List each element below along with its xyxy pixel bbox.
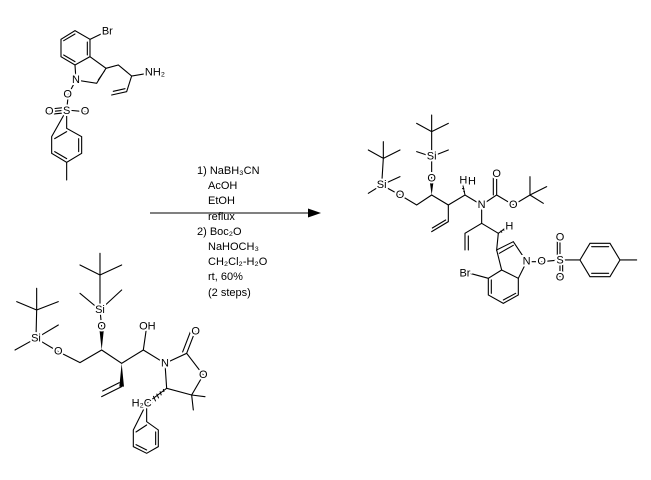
atom-label: O [396,189,405,201]
atom-label: O [492,168,501,180]
atom-label: O [537,256,546,268]
atom-label: S [556,255,563,267]
atom-label: O [191,326,200,338]
oxazolidinone-reactant: Si O Si O OH N O O H₂C [14,252,210,454]
condition-reagent: reflux [208,210,235,223]
reaction-arrow [150,208,321,218]
atom-label: O [199,369,208,381]
atom-label: O [63,88,72,100]
atom-label: N [478,199,486,211]
atom-label: Si [377,179,387,191]
atom-label: Si [427,151,437,163]
atom-label: H₂C [132,397,152,409]
condition-reagent: NaHOCH₃ [208,241,259,254]
atom-label: N [72,74,80,86]
atom-label: O [54,346,63,358]
atom-label: O [427,172,436,184]
condition-reagent: CH₂Cl₂-H₂O [208,256,268,269]
atom-label: S [63,105,70,117]
condition-steps: (2 steps) [208,286,251,299]
atom-label: H [505,221,513,233]
atom-label: N [523,256,531,268]
condition-step1: 1) NaBH₃CN [197,165,260,177]
atom-label: Si [95,304,105,316]
atom-label: H [468,176,476,188]
atom-label: N [161,357,169,369]
reaction-conditions: 1) NaBH₃CN AcOH EtOH reflux 2) Boc₂O NaH… [197,164,267,301]
product: Si O Si O H H N O O H Br N O S O O [367,114,638,304]
atom-label: H [459,175,467,187]
atom-label: O [509,199,518,211]
condition-reagent: AcOH [208,180,238,193]
atom-label: Si [31,332,41,344]
amine-reactant: Br N NH₂ O S O O [43,24,167,181]
atom-label: Br [102,26,113,38]
atom-label: O [81,106,90,118]
atom-label: O [556,272,565,284]
condition-yield: rt, 60% [208,271,243,284]
atom-label: O [97,321,106,333]
condition-reagent: EtOH [208,195,235,208]
atom-label: O [45,106,54,118]
condition-step2: 2) Boc₂O [197,225,242,238]
atom-label: NH₂ [145,67,165,79]
atom-label: Br [459,267,470,279]
atom-label: O [556,232,565,244]
atom-label: OH [139,321,156,333]
